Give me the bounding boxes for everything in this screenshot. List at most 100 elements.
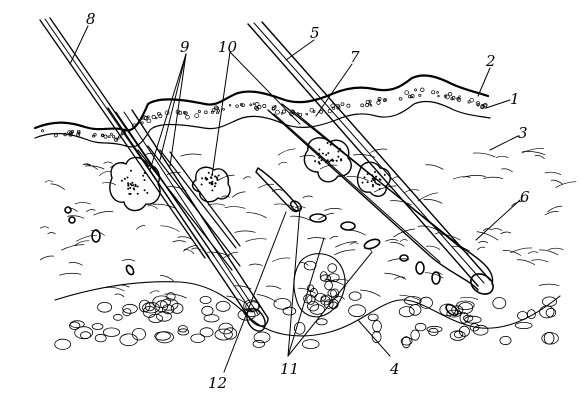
epidermis-cell	[216, 111, 219, 115]
fat-cell	[456, 300, 475, 311]
label-11: 11	[280, 360, 299, 378]
dermis-fiber	[423, 199, 443, 204]
fat-cell	[113, 313, 123, 321]
dermis-fiber	[424, 272, 444, 279]
dermis-fiber	[320, 164, 338, 170]
fat-cell	[103, 327, 121, 337]
epidermis-cell	[107, 135, 111, 139]
gland-cell	[337, 155, 340, 158]
dermis-fiber	[452, 176, 471, 180]
dermis-fiber	[476, 246, 486, 251]
fat-cell	[142, 305, 157, 318]
gland-cell	[216, 177, 219, 180]
dermis-fiber	[329, 235, 339, 240]
gland-cell	[129, 183, 132, 185]
epidermis-cell	[178, 110, 183, 116]
dermis-fiber	[245, 238, 267, 243]
gland-cell	[318, 148, 321, 151]
dermis-fiber	[404, 189, 420, 193]
dermis-fiber	[220, 195, 230, 198]
dermis-fiber	[374, 185, 397, 193]
dermis-fiber	[393, 228, 416, 238]
epidermis-cell	[146, 118, 152, 124]
fat-cell	[400, 336, 413, 346]
epidermis-cell	[252, 102, 256, 106]
fat-cell	[307, 301, 320, 312]
gland-cell	[335, 159, 338, 162]
fat-cell	[514, 321, 533, 329]
epidermis-cell	[365, 103, 370, 107]
fat-cell	[215, 300, 231, 312]
gland-cell	[208, 181, 211, 184]
fat-cell	[159, 298, 179, 311]
dermis-fiber	[544, 211, 559, 216]
epidermis-cell	[436, 91, 439, 94]
fat-cell	[243, 307, 261, 317]
epidermis-cell	[249, 103, 253, 107]
gland-cell	[214, 175, 217, 178]
dermis-fiber	[548, 247, 564, 251]
dermis-fiber	[114, 293, 125, 298]
label-6: 6	[520, 188, 530, 206]
gland-cell	[329, 143, 332, 146]
dermis-fiber	[136, 225, 146, 230]
fat-cell	[517, 311, 528, 321]
fat-cell	[218, 322, 234, 335]
fat-cell	[309, 304, 325, 315]
gland-cell	[379, 178, 382, 181]
dermis-fiber	[85, 209, 96, 213]
gland-cell	[371, 183, 374, 186]
dermis-fiber	[426, 245, 441, 250]
gland-cell	[314, 160, 317, 163]
label-5: 5	[310, 24, 320, 42]
gland-cell	[213, 185, 216, 188]
fat-cell	[148, 313, 164, 323]
dermis-fiber	[39, 226, 49, 229]
dermis-fiber	[207, 251, 231, 257]
gland-cell	[120, 179, 123, 182]
dermis-fiber	[180, 153, 202, 157]
fat-cell	[499, 335, 512, 346]
epidermis-cell	[410, 95, 413, 99]
dermis-fiber	[166, 171, 181, 176]
gland-cell	[132, 184, 135, 187]
dermis-fiber	[491, 228, 503, 231]
dermis-fiber	[384, 272, 407, 280]
epidermis-cell	[280, 112, 284, 115]
gland-cell	[383, 173, 386, 176]
epidermis-cell	[458, 95, 461, 98]
gland-cell	[327, 152, 330, 155]
blood-vessels	[64, 206, 459, 317]
epidermis-cell	[215, 106, 220, 111]
epidermis-cell	[183, 111, 188, 116]
label-8: 8	[86, 10, 96, 28]
dermis-fiber	[183, 249, 195, 254]
fat-cell	[142, 302, 160, 314]
dermis-connective-fibers	[39, 148, 577, 304]
epidermis-cell	[194, 113, 200, 119]
label-9: 9	[180, 38, 190, 56]
epidermis-cell	[398, 96, 403, 101]
gland-cell	[134, 183, 137, 186]
label-leader-lines	[69, 25, 521, 373]
dermis-fiber	[463, 175, 486, 178]
epidermis-cell	[262, 104, 267, 108]
gland-cell	[207, 171, 210, 174]
gland-cell	[361, 181, 364, 184]
fat-cell	[203, 314, 220, 323]
epidermis-cell	[100, 133, 105, 137]
epidermis-cell	[312, 109, 316, 113]
gland-cell	[375, 182, 378, 185]
dermis-fiber	[435, 232, 444, 235]
epidermis-cell	[185, 114, 190, 120]
dermis-fiber	[160, 275, 174, 282]
dermis-fiber	[451, 245, 470, 252]
epidermis-cell	[383, 99, 387, 102]
dermis-fiber	[103, 161, 113, 164]
gland-cell	[127, 187, 130, 190]
fat-cell	[122, 303, 138, 314]
fat-cell	[410, 329, 420, 341]
fat-cell	[327, 289, 337, 298]
epidermis-cell	[92, 134, 95, 138]
epidermis-cell	[369, 103, 373, 107]
